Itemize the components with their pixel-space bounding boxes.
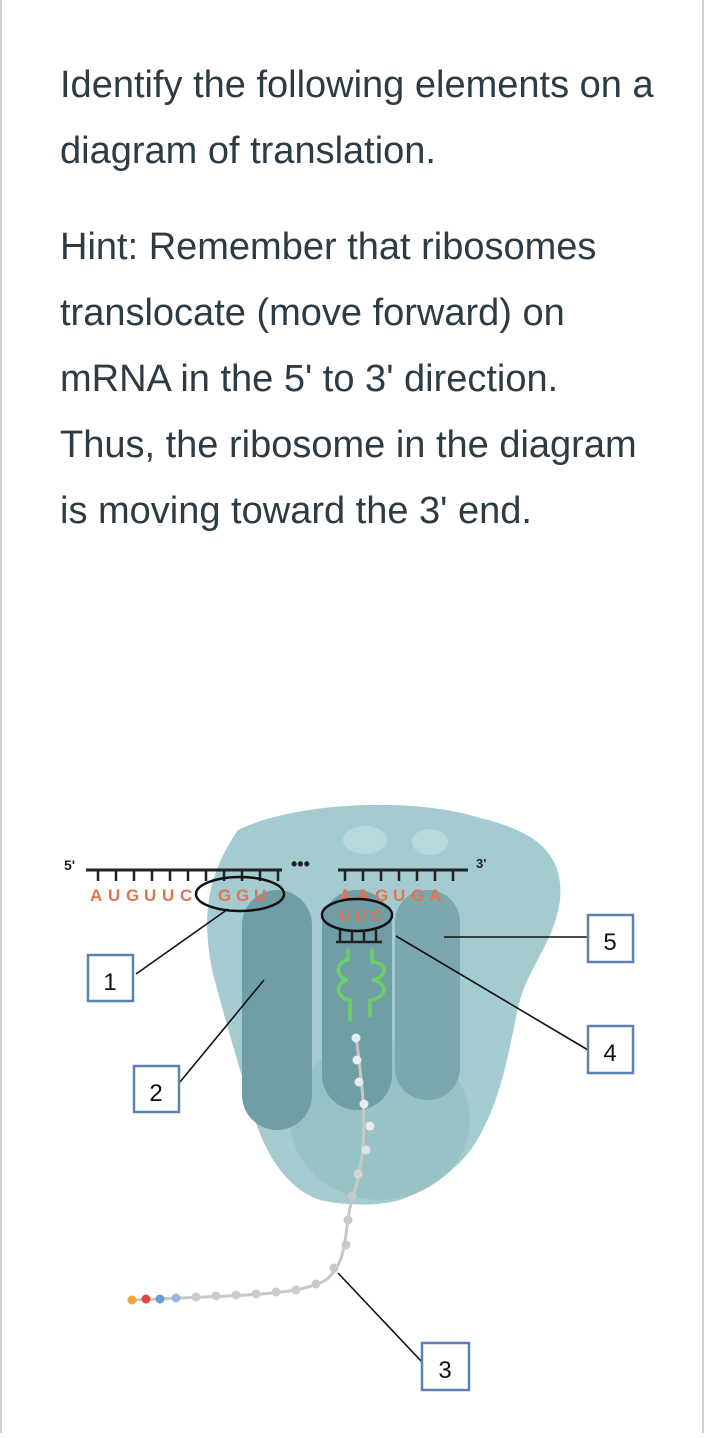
mrna-base: G — [411, 886, 424, 905]
mrna-base: A — [90, 886, 102, 905]
mrna-base: A — [357, 886, 369, 905]
answer-box-4[interactable]: 4 — [586, 1024, 635, 1075]
mrna-base: U — [162, 886, 174, 905]
answer-box-1[interactable]: 1 — [86, 953, 135, 1003]
mrna-3prime-label: 3' — [476, 856, 486, 871]
mrna-base: U — [108, 886, 120, 905]
answer-box-number: 2 — [149, 1080, 162, 1107]
callout-line-4 — [395, 935, 589, 1051]
trna-site-left — [242, 890, 312, 1130]
mrna-base: U — [144, 886, 156, 905]
anticodon-base: C — [371, 908, 383, 925]
callout-lines — [135, 908, 589, 1363]
polypeptide-chain — [127, 1033, 375, 1305]
ribosome-bump-left — [343, 826, 387, 854]
mrna-base: A — [429, 886, 441, 905]
anticodon-base: U — [355, 908, 367, 925]
mrna-strand-right — [338, 868, 468, 881]
answer-box-3[interactable]: 3 — [420, 1341, 471, 1392]
mrna-base: G — [375, 886, 388, 905]
callout-line-2 — [179, 979, 265, 1083]
mrna-base: A — [339, 886, 351, 905]
mrna-strand-left — [86, 868, 282, 881]
translation-diagram: 5' 3' ••• A U G U U C G G U A A G U G A … — [0, 790, 704, 1433]
mrna-base: U — [393, 886, 405, 905]
answer-box-number: 5 — [603, 929, 616, 956]
mrna-base: G — [236, 886, 249, 905]
answer-box-number: 1 — [103, 969, 116, 996]
mrna-base: U — [254, 886, 266, 905]
anticodon-pairing-lines — [336, 930, 382, 944]
mrna-base: C — [180, 886, 192, 905]
trna-cloverleaf — [336, 948, 386, 1022]
ribosome-bump-right — [412, 829, 448, 855]
mrna-bases-left: A U G U U C G G U — [90, 886, 266, 905]
mrna-base: G — [126, 886, 139, 905]
mrna-5prime-label: 5' — [64, 857, 75, 873]
content-frame — [0, 0, 704, 1433]
trna-site-middle — [322, 890, 392, 1110]
answer-box-number: 3 — [438, 1357, 451, 1384]
answer-box-number: 4 — [603, 1040, 616, 1067]
trna-site-right — [395, 890, 460, 1100]
anticodon-base: U — [339, 908, 351, 925]
answer-box-2[interactable]: 2 — [132, 1064, 181, 1114]
answer-box-5[interactable]: 5 — [586, 913, 635, 964]
translation-diagram-svg: 5' 3' ••• A U G U U C G G U A A G U G A … — [64, 804, 635, 1392]
codon-circle — [194, 875, 286, 913]
question-prompt: Identify the following elements on a dia… — [60, 64, 654, 172]
mrna-gap-ellipsis: ••• — [291, 854, 310, 874]
question-text: Identify the following elements on a dia… — [60, 52, 660, 544]
mrna-base: G — [218, 886, 231, 905]
question-hint: Hint: Remember that ribosomes translocat… — [60, 226, 637, 532]
callout-line-1 — [135, 908, 229, 975]
anticodon-circle — [320, 897, 394, 933]
anticodon-bases: U U C — [339, 908, 383, 925]
callout-line-3 — [337, 1272, 423, 1363]
